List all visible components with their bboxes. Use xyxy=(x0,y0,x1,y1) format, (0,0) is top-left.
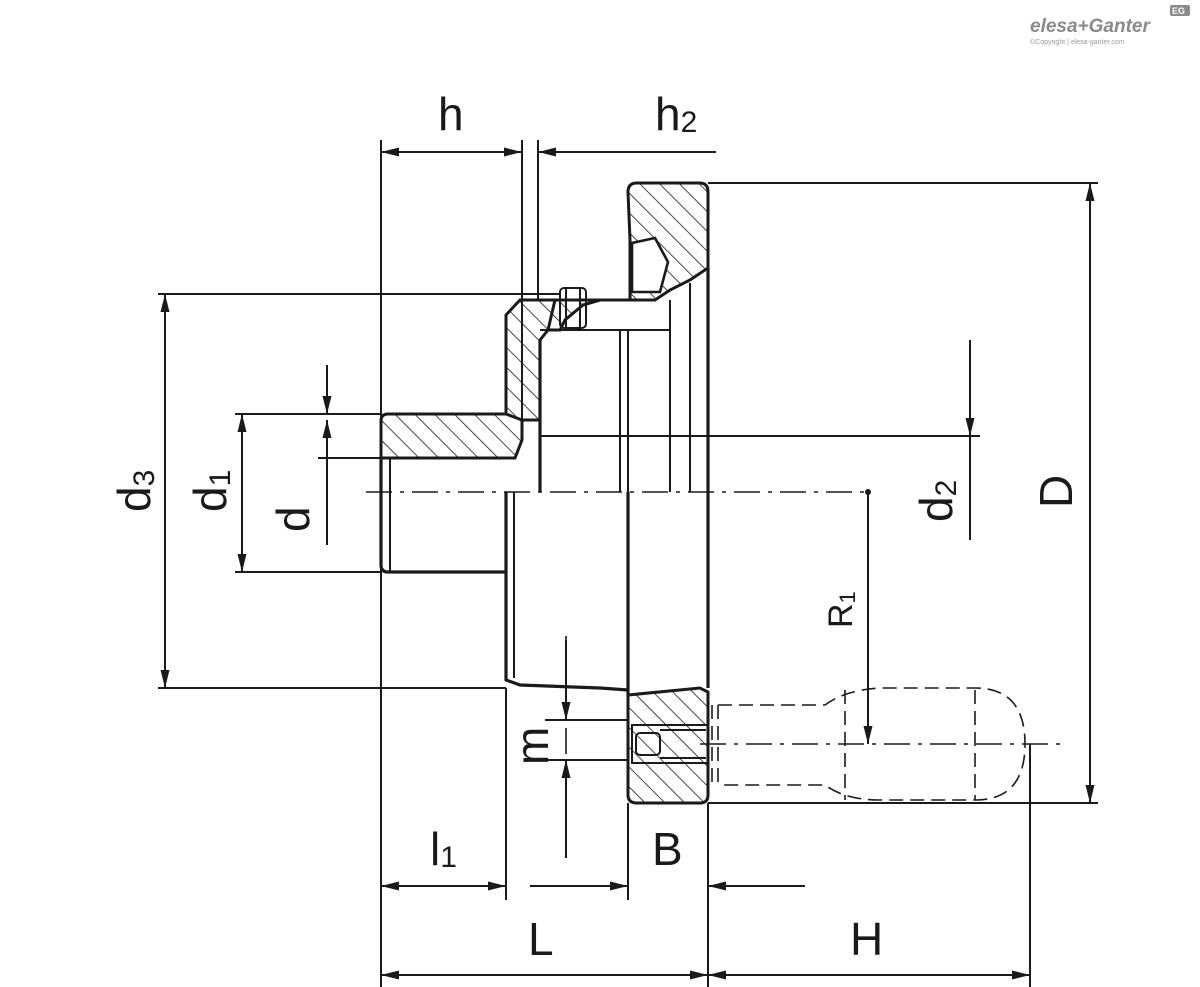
label-R1: R1 xyxy=(822,591,860,628)
logo-badge: EG xyxy=(1172,6,1185,16)
hub-outline xyxy=(504,492,629,692)
logo-text: elesa+Ganter xyxy=(1030,16,1151,37)
label-d: d xyxy=(267,506,319,532)
dimension-labels: h h2 d3 d1 d d2 D R1 m l1 B L H xyxy=(108,88,1082,965)
sleeve-upper-section xyxy=(379,412,524,460)
rim-groove xyxy=(630,236,670,294)
label-h2: h2 xyxy=(655,88,697,140)
part-outline xyxy=(379,268,980,764)
centre-lines xyxy=(366,491,1060,790)
logo-copyright: ©Copyright | elesa-ganter.com xyxy=(1030,38,1125,46)
label-d2: d2 xyxy=(910,480,963,522)
handle-outline xyxy=(718,687,1026,801)
label-D: D xyxy=(1030,475,1082,508)
label-B: B xyxy=(652,823,683,875)
label-H: H xyxy=(850,913,883,965)
label-l1: l1 xyxy=(430,823,457,875)
section-hatching xyxy=(379,181,710,805)
rim-top-section xyxy=(538,181,710,332)
label-d1: d1 xyxy=(184,470,237,512)
revolving-handle xyxy=(711,687,1026,801)
set-screw-top xyxy=(559,287,587,329)
label-d3: d3 xyxy=(108,470,161,512)
dimension-lines xyxy=(160,147,1095,980)
sleeve-outline xyxy=(379,458,506,574)
extension-lines xyxy=(158,140,1098,987)
logo-badge-icon xyxy=(1170,5,1190,16)
rim-bottom-section xyxy=(626,686,710,805)
label-h: h xyxy=(438,88,464,140)
label-L: L xyxy=(528,913,554,965)
brand-logo: elesa+Ganter EG ©Copyright | elesa-gante… xyxy=(1030,5,1190,46)
label-m: m xyxy=(506,727,558,765)
